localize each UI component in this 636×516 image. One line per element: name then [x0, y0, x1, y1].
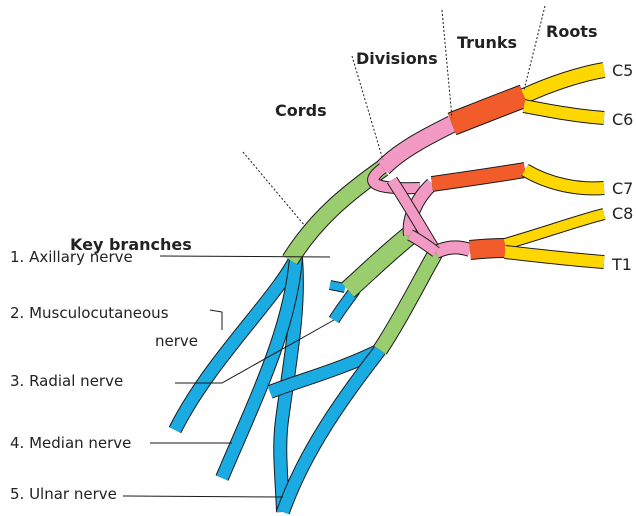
branch-axillary-stub [330, 285, 345, 288]
trunk-superior [452, 96, 524, 124]
branch-label-axillary: 1. Axillary nerve [10, 248, 133, 266]
branch-label-median: 4. Median nerve [10, 434, 131, 452]
root-label-c6: C6 [612, 110, 633, 129]
leader-ulnar [123, 496, 283, 497]
branch-label-radial: 3. Radial nerve [10, 372, 123, 390]
branch-label-musculocutaneous-cont: nerve [155, 332, 198, 350]
header-roots: Roots [546, 22, 597, 41]
root-label-c7: C7 [612, 179, 633, 198]
leader-cords [243, 152, 305, 226]
root-label-c8: C8 [612, 204, 633, 223]
root-c8 [505, 214, 604, 244]
root-label-c5: C5 [612, 61, 633, 80]
branch-label-musculocutaneous: 2. Musculocutaneous [10, 304, 169, 322]
nerve-pathways [175, 70, 604, 512]
leader-divisions [352, 56, 383, 160]
cord-lateral [348, 235, 410, 290]
leader-trunks [442, 10, 452, 118]
cord-medial [380, 252, 436, 350]
branch-label-ulnar: 5. Ulnar nerve [10, 485, 117, 503]
header-trunks: Trunks [457, 33, 517, 52]
trunk-middle [432, 170, 525, 184]
header-divisions: Divisions [356, 49, 438, 68]
root-c7 [525, 170, 604, 188]
division-upper [383, 124, 452, 168]
leader-musculocutaneous [210, 310, 222, 330]
root-c6 [524, 106, 604, 118]
root-label-t1: T1 [611, 255, 632, 274]
header-cords: Cords [275, 101, 327, 120]
division-lower [436, 247, 470, 252]
leader-axillary [160, 256, 330, 257]
trunk-inferior [470, 248, 505, 250]
leader-roots [524, 6, 545, 90]
